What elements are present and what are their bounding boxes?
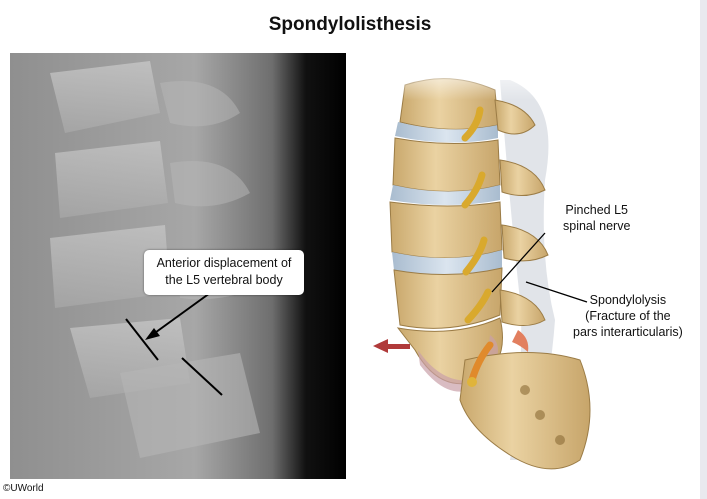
copyright-text: ©UWorld bbox=[3, 483, 44, 494]
callout-arrow-line bbox=[151, 292, 211, 336]
xray-vertebra-1 bbox=[50, 61, 160, 133]
nerve-label: Pinched L5 spinal nerve bbox=[563, 202, 630, 234]
xray-callout-box: Anterior displacement of the L5 vertebra… bbox=[144, 250, 304, 295]
vertebra-l2 bbox=[392, 137, 501, 192]
xray-marker-line-2 bbox=[181, 357, 223, 396]
spondylolysis-label-line3: pars interarticularis) bbox=[573, 325, 683, 339]
spondylolysis-label-line1: Spondylolysis bbox=[589, 293, 667, 307]
nerve-pointer bbox=[491, 232, 546, 293]
spinal-nerve-4 bbox=[464, 288, 492, 324]
spondylolysis-pointer bbox=[525, 281, 588, 303]
figure-title: Spondylolisthesis bbox=[268, 14, 432, 35]
xray-marker-line-1 bbox=[125, 318, 159, 361]
spine-illustration bbox=[360, 60, 700, 470]
vertebra-l3 bbox=[389, 201, 503, 259]
xray-callout-line2: the L5 vertebral body bbox=[165, 273, 283, 287]
pars-fracture bbox=[512, 330, 529, 352]
nerve-label-line2: spinal nerve bbox=[563, 219, 631, 233]
spinal-nerve-1 bbox=[461, 106, 484, 142]
disc-l5-s1 bbox=[418, 335, 498, 392]
sacrum bbox=[459, 352, 591, 470]
disc-1 bbox=[395, 122, 498, 143]
spondylolysis-label: Spondylolysis (Fracture of the pars inte… bbox=[573, 292, 683, 340]
pinched-l5-nerve bbox=[468, 341, 494, 384]
xray-callout-line1: Anterior displacement of bbox=[156, 256, 292, 270]
xray-vertebra-2 bbox=[55, 141, 168, 218]
spondylolysis-label-line2: (Fracture of the bbox=[585, 309, 671, 323]
xray-sacrum bbox=[120, 353, 260, 458]
spinal-nerve-3 bbox=[462, 236, 488, 276]
spinal-nerve-2 bbox=[461, 171, 486, 209]
page-edge bbox=[700, 0, 707, 499]
displacement-arrow bbox=[373, 339, 410, 353]
callout-arrow-head bbox=[145, 328, 160, 340]
nerve-label-line1: Pinched L5 bbox=[565, 203, 628, 217]
xray-vertebra-3 bbox=[50, 225, 170, 308]
